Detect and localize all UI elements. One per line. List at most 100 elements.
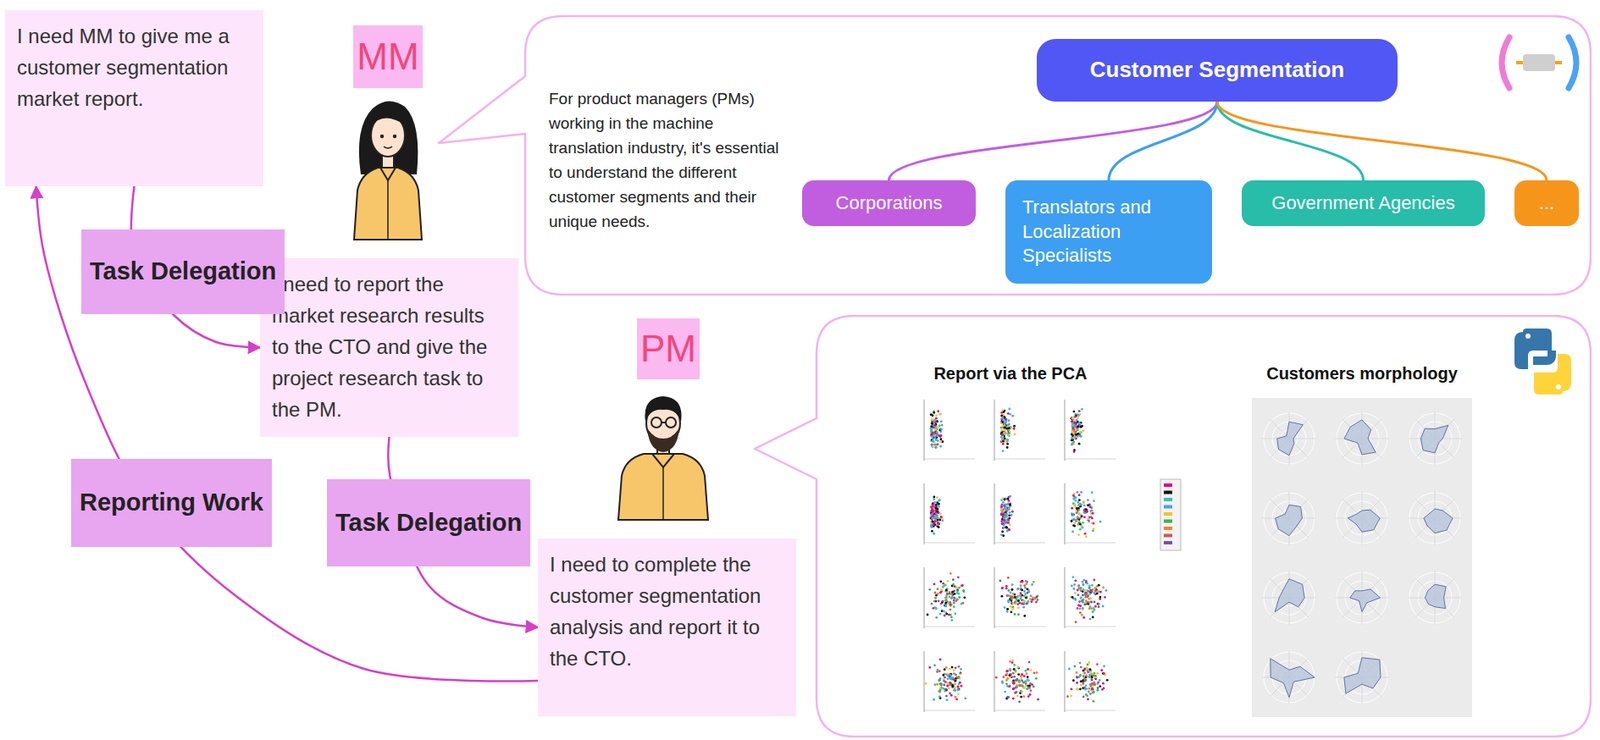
pca-scatter-grid: [1011, 415, 1014, 418]
pca-scatter-grid: [957, 665, 961, 669]
pca-scatter-grid: [951, 686, 954, 689]
pca-scatter-grid: [1079, 684, 1083, 687]
pca-scatter-grid: [1012, 603, 1015, 606]
pca-scatter-grid: [919, 649, 977, 715]
pca-scatter-grid: [1094, 590, 1097, 593]
pca-scatter-grid: [1029, 594, 1033, 598]
pca-scatter-grid: [994, 626, 1046, 628]
pca-scatter-grid: [930, 518, 934, 521]
mindmap-node: Government Agencies: [1241, 180, 1485, 227]
pca-scatter-grid: [1089, 692, 1092, 696]
pca-scatter-grid: [1017, 607, 1020, 610]
pca-scatter-grid: [959, 668, 963, 671]
pca-scatter-grid: [935, 438, 938, 442]
pca-scatter-grid: [1075, 509, 1079, 513]
pca-scatter-grid: [958, 672, 962, 676]
pca-scatter-grid: [932, 510, 936, 514]
edge-label-patch: Task Delegation: [81, 229, 285, 315]
pca-scatter-grid: [1079, 666, 1083, 670]
pca-scatter-grid: [1078, 409, 1081, 413]
pca-scatter-grid: [998, 579, 1002, 582]
pca-scatter-grid: [1085, 668, 1089, 671]
pca-scatter-grid: [1086, 664, 1090, 667]
pca-legend-swatches: [1163, 483, 1173, 488]
pca-scatter-grid: [939, 592, 942, 595]
pca-scatter-grid: [1035, 671, 1039, 675]
pca-scatter-grid: [1081, 682, 1085, 686]
pca-scatter-grid: [950, 694, 953, 698]
pca-scatter-grid: [1006, 610, 1009, 614]
pca-scatter-grid: [1025, 587, 1029, 591]
pca-scatter-grid: [932, 503, 936, 506]
pca-scatter-grid: [930, 418, 933, 421]
pca-scatter-grid: [938, 669, 942, 673]
pca-scatter-grid: [952, 676, 955, 680]
pca-scatter-grid: [935, 434, 939, 438]
pca-scatter-grid: [1007, 419, 1011, 422]
python-logo: [1555, 384, 1562, 390]
pca-scatter-grid: [1016, 684, 1019, 687]
pca-scatter-grid: [1091, 610, 1095, 614]
pca-scatter-grid: [1073, 518, 1076, 521]
pca-scatter-grid: [1020, 691, 1024, 694]
pca-scatter-grid: [1023, 584, 1026, 587]
pca-scatter-grid: [934, 518, 937, 521]
pca-scatter-grid: [924, 483, 925, 545]
pca-scatter-grid: [930, 520, 934, 524]
pca-scatter-grid: [944, 687, 947, 691]
pca-scatter-grid: [1059, 649, 1118, 715]
pca-scatter-grid: [1003, 691, 1007, 694]
pca-scatter-grid: [1093, 592, 1097, 595]
pca-scatter-grid: [930, 433, 934, 437]
radar-chart-grid: [1262, 570, 1317, 626]
pca-scatter-grid: [1091, 512, 1095, 515]
pca-scatter-grid: [936, 587, 940, 591]
pca-scatter-grid: [1019, 696, 1023, 699]
pca-scatter-grid: [1007, 508, 1011, 511]
pca-scatter-grid: [1071, 416, 1075, 420]
pca-scatter-grid: [960, 603, 964, 606]
pca-scatter-grid: [1003, 416, 1007, 420]
pca-scatter-grid: [933, 420, 936, 423]
mindmap-node: Translators and Localization Specialists: [1005, 180, 1213, 284]
pca-scatter-grid: [940, 588, 943, 592]
pca-scatter-grid: [945, 666, 948, 670]
pca-scatter-grid: [1020, 603, 1024, 606]
flow-arrow: [36, 186, 538, 681]
pca-scatter-grid: [1007, 412, 1010, 416]
pca-scatter-grid: [1074, 620, 1078, 624]
pca-scatter-grid: [1090, 521, 1094, 525]
pca-scatter-grid: [930, 413, 933, 416]
pca-scatter-grid: [1102, 672, 1106, 676]
pca-scatter-grid: [989, 398, 1047, 463]
pca-scatter-grid: [935, 433, 939, 437]
pca-scatter-grid: [1008, 668, 1012, 671]
pca-scatter-grid: [1079, 503, 1082, 506]
pca-scatter-grid: [1004, 424, 1008, 427]
pca-scatter-grid: [931, 438, 935, 442]
pca-scatter-grid: [1072, 679, 1075, 682]
pm-person: [665, 417, 676, 428]
pca-scatter-grid: [1074, 505, 1078, 509]
radar-chart-grid: [1262, 411, 1317, 466]
pca-scatter-grid: [1003, 522, 1007, 526]
pca-scatter-grid: [933, 501, 936, 504]
pca-scatter-grid: [946, 677, 949, 681]
pca-scatter-grid: [1073, 450, 1076, 454]
pca-scatter-grid: [924, 459, 975, 460]
pca-scatter-grid: [1070, 420, 1074, 424]
pca-scatter-grid: [1086, 596, 1090, 599]
pca-scatter-grid: [949, 608, 953, 612]
pca-scatter-grid: [1096, 686, 1100, 690]
pca-scatter-grid: [938, 519, 942, 522]
pca-scatter-grid: [1076, 501, 1080, 504]
pca-scatter-grid: [1007, 426, 1011, 430]
pca-scatter-grid: [1077, 587, 1080, 591]
pca-scatter-grid: [952, 682, 956, 686]
pca-scatter-grid: [1071, 531, 1075, 534]
pca-scatter-grid: [948, 681, 952, 685]
bubble-text: Report via the PCA: [883, 362, 1138, 385]
pca-scatter-grid: [1012, 682, 1015, 686]
pm-person: [618, 453, 709, 521]
pca-scatter-grid: [1059, 398, 1118, 463]
